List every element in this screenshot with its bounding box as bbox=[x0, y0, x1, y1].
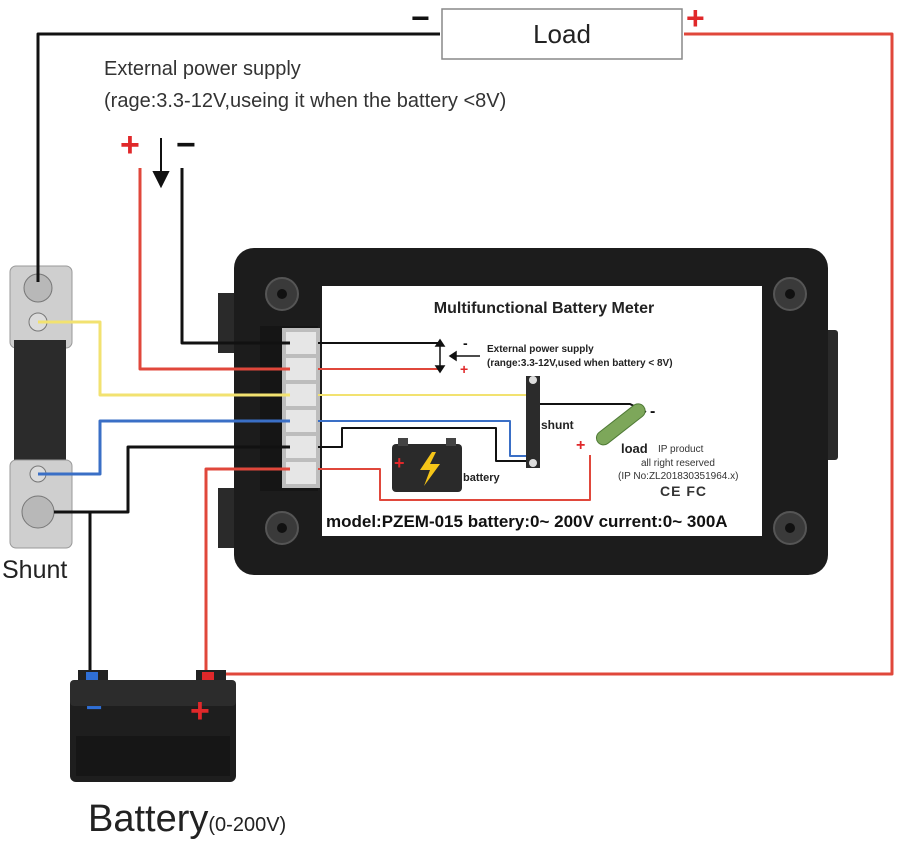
meter-ext-minus: - bbox=[463, 335, 468, 351]
wire-load-negative bbox=[36, 32, 440, 282]
external-plus-sign: + bbox=[120, 126, 140, 164]
wire-load-positive bbox=[206, 32, 894, 676]
shunt-device bbox=[9, 265, 73, 549]
meter-shunt-label: shunt bbox=[541, 418, 574, 432]
load-box bbox=[441, 8, 683, 60]
meter-battery-plus: + bbox=[394, 453, 405, 473]
meter-shunt-bar bbox=[526, 376, 540, 468]
meter-title: Multifunctional Battery Meter bbox=[433, 300, 655, 317]
label-wire-red bbox=[318, 455, 591, 501]
label-wire-black bbox=[318, 427, 528, 462]
wire-yellow-shunt bbox=[38, 320, 290, 397]
external-supply-title: External power supply bbox=[104, 58, 301, 80]
wire-red-battery-positive bbox=[204, 467, 290, 676]
battery-plus-sign: + bbox=[190, 692, 210, 730]
meter-ip-product: IP product bbox=[658, 444, 704, 455]
meter-model-line: model:PZEM-015 battery:0~ 200V current:0… bbox=[326, 512, 728, 531]
meter-ip-number: (IP No:ZL201830351964.x) bbox=[618, 471, 739, 482]
meter-ext-plus: + bbox=[460, 361, 469, 377]
wire-blue-shunt bbox=[38, 419, 290, 476]
meter-load-label: load bbox=[621, 441, 648, 456]
battery-minus-sign: − bbox=[86, 692, 103, 723]
battery-range: (0-200V) bbox=[208, 814, 287, 836]
meter-rights: all right reserved bbox=[641, 458, 715, 469]
battery-device bbox=[70, 670, 236, 782]
wire-external-positive bbox=[138, 168, 290, 371]
meter-ext-arrow bbox=[434, 338, 480, 374]
meter-load-resistor bbox=[595, 403, 646, 446]
meter-battery-icon bbox=[392, 438, 462, 492]
label-wire-blue bbox=[318, 420, 530, 457]
wire-external-negative bbox=[180, 168, 290, 345]
load-label: Load bbox=[533, 19, 591, 49]
load-minus-sign: − bbox=[411, 0, 430, 36]
external-supply-range: (rage:3.3-12V,useing it when the battery… bbox=[104, 90, 507, 112]
meter-battery-label: battery bbox=[463, 472, 500, 484]
meter-load-plus: + bbox=[576, 437, 586, 454]
external-minus-sign: − bbox=[176, 126, 196, 164]
shunt-label: Shunt bbox=[2, 556, 68, 584]
meter-cert-marks: CE FC bbox=[660, 483, 707, 499]
battery-label: Battery(0-200V) bbox=[88, 798, 286, 841]
load-plus-sign: + bbox=[686, 0, 705, 36]
meter-ext-title: External power supply bbox=[487, 344, 594, 355]
meter-load-minus: - bbox=[650, 403, 656, 420]
battery-name: Battery bbox=[88, 798, 209, 840]
terminal-block bbox=[282, 328, 320, 488]
meter-ext-range: (range:3.3-12V,used when battery < 8V) bbox=[487, 358, 673, 369]
external-supply-arrow bbox=[152, 138, 170, 189]
